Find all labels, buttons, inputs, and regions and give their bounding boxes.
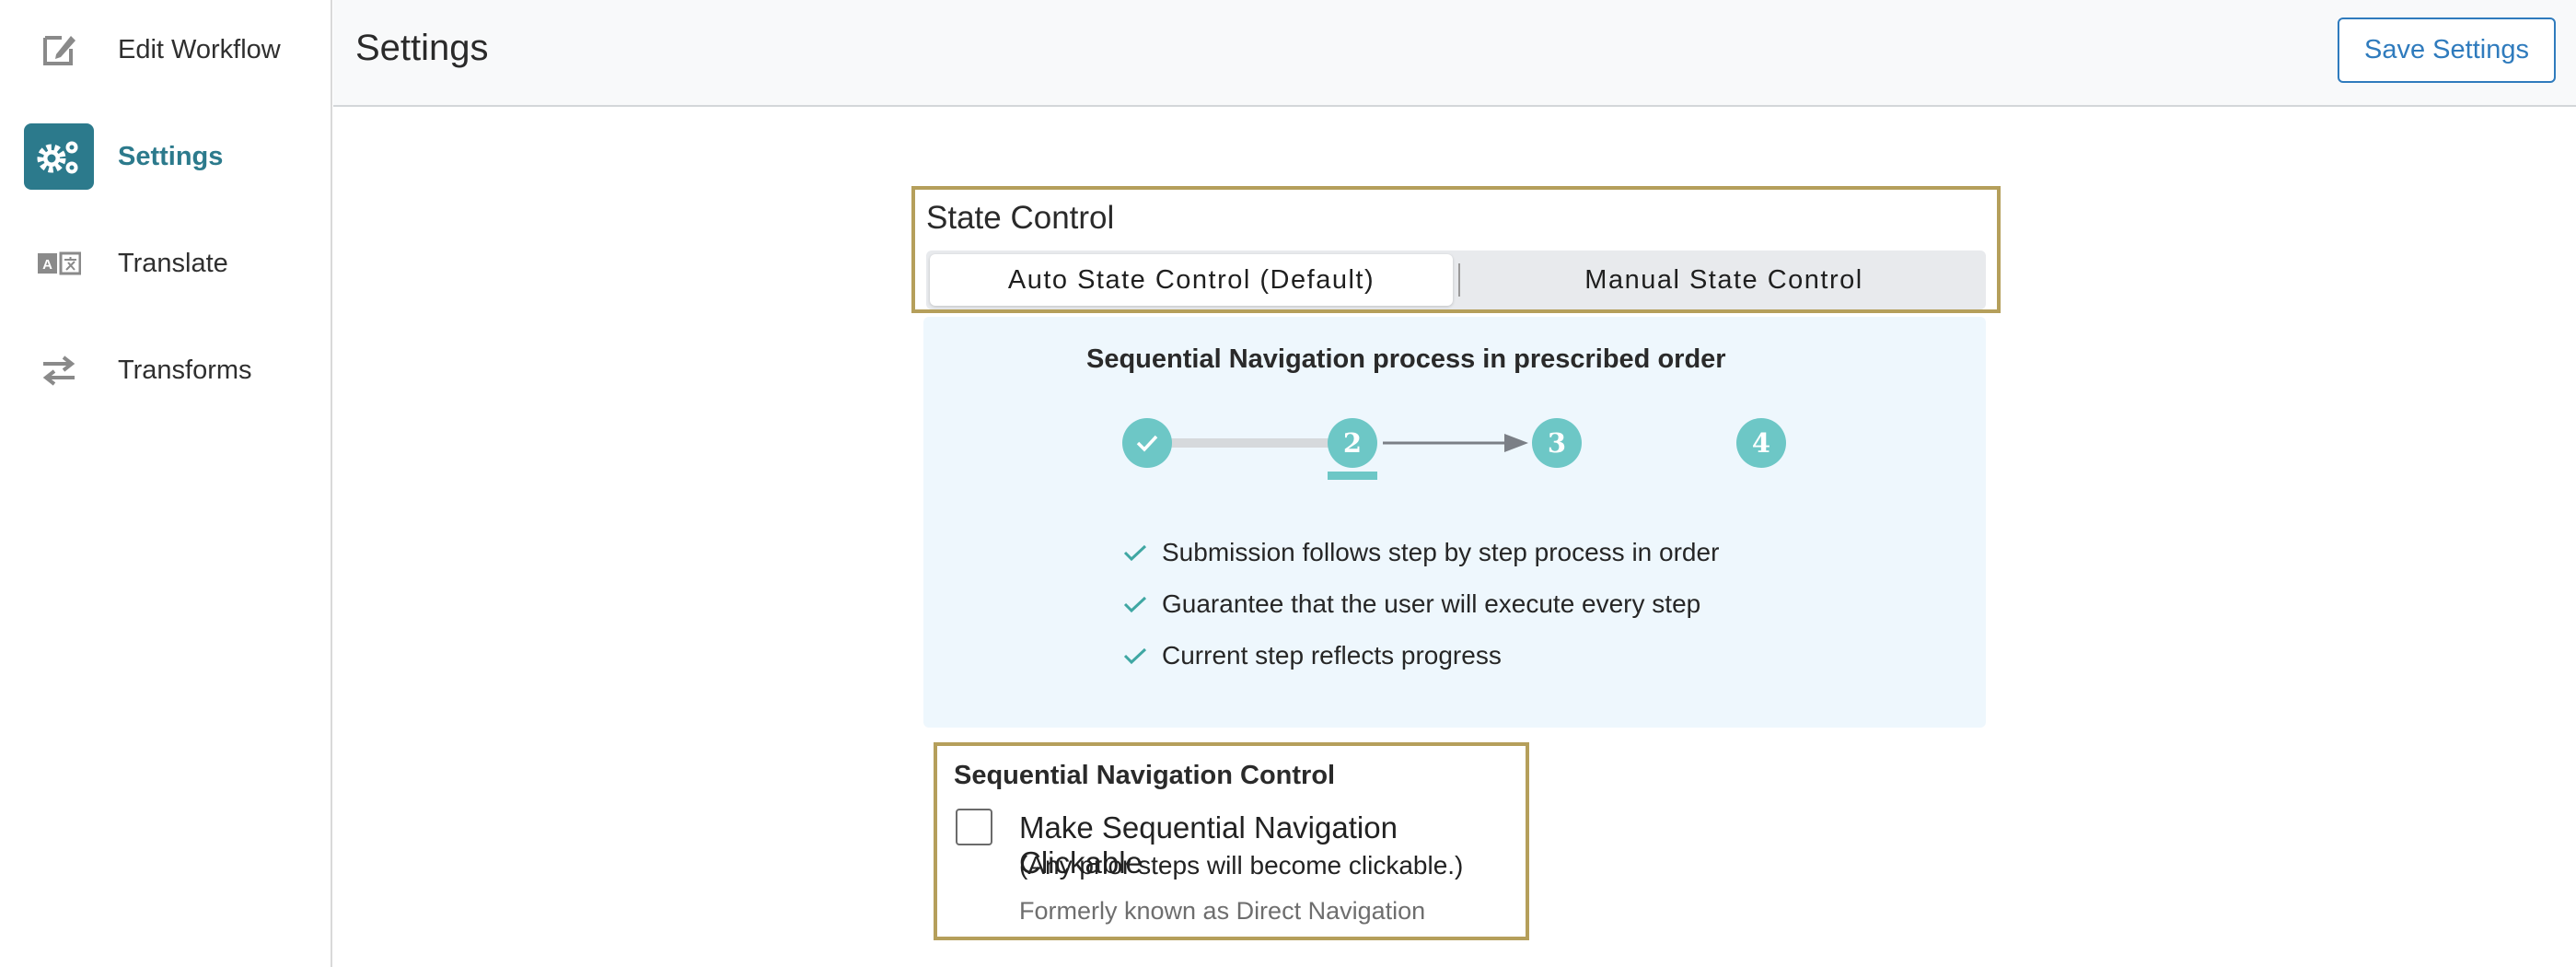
sidebar-item-settings[interactable]: Settings [0,120,331,193]
save-settings-button[interactable]: Save Settings [2338,17,2556,83]
sidebar-item-label: Edit Workflow [118,34,281,64]
step-track [1146,438,1336,448]
sidebar-item-transforms[interactable]: Transforms [0,333,331,407]
gears-icon [24,123,94,190]
feature-text: Guarantee that the user will execute eve… [1162,589,1701,618]
header: Settings Save Settings [333,0,2576,107]
check-icon [1123,543,1151,562]
feature-item: Current step reflects progress [1123,641,1502,670]
translate-icon: A [24,230,94,297]
state-control-title: State Control [926,200,1115,236]
sequential-navigation-title: Sequential Navigation Control [954,761,1336,790]
page-title: Settings [355,28,489,68]
edit-icon [24,17,94,83]
current-step-indicator [1328,472,1377,480]
step-2-current: 2 [1328,418,1377,468]
state-control-toggle: Auto State Control (Default) Manual Stat… [926,250,1986,309]
state-control-section: State Control Auto State Control (Defaul… [911,186,2001,313]
sequential-navigation-checkbox[interactable] [956,809,992,845]
check-icon [1136,435,1158,452]
check-icon [1123,595,1151,613]
step-1-complete [1122,418,1172,468]
feature-text: Current step reflects progress [1162,641,1502,670]
state-control-info-panel: Sequential Navigation process in prescri… [923,317,1986,728]
sidebar-item-translate[interactable]: A Translate [0,227,331,300]
transforms-icon [24,337,94,403]
check-icon [1123,647,1151,665]
sequential-navigation-section: Sequential Navigation Control Make Seque… [934,742,1529,940]
checkbox-label[interactable]: Make Sequential Navigation Clickable [1019,810,1398,880]
step-arrow-icon [1383,434,1528,452]
sidebar-item-edit-workflow[interactable]: Edit Workflow [0,13,331,87]
checkbox-subtext: (Any prior steps will become clickable.) [1019,851,1464,880]
feature-item: Guarantee that the user will execute eve… [1123,589,1700,619]
sidebar-item-label: Transforms [118,355,252,385]
feature-text: Submission follows step by step process … [1162,538,1720,566]
sidebar-item-label: Translate [118,248,228,278]
info-panel-title: Sequential Navigation process in prescri… [1086,344,1726,374]
former-name-note: Formerly known as Direct Navigation [1019,897,1426,925]
manual-state-control-option[interactable]: Manual State Control [1584,264,1863,295]
sidebar: Edit Workflow Settings A Transla [0,0,332,967]
auto-state-control-option[interactable]: Auto State Control (Default) [930,254,1453,306]
step-4: 4 [1736,418,1786,468]
svg-text:A: A [42,257,52,273]
step-3: 3 [1532,418,1582,468]
step-progress: 2 3 4 [923,317,1986,501]
sidebar-item-label: Settings [118,141,224,171]
feature-item: Submission follows step by step process … [1123,538,1719,567]
segment-divider [1458,263,1460,297]
